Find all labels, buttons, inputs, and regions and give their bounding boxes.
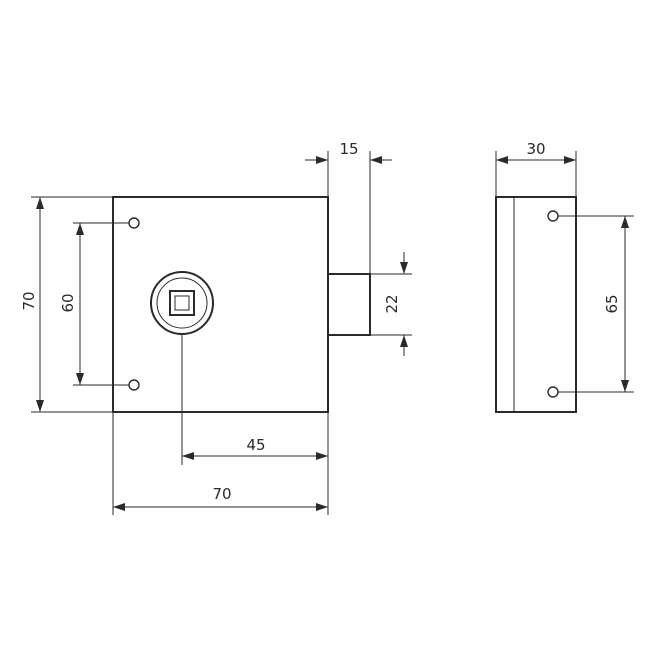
dim-front-height-label: 70 bbox=[20, 291, 38, 310]
dim-hole-spacing-side-label: 65 bbox=[603, 294, 621, 313]
dim-key-to-edge-label: 45 bbox=[246, 436, 265, 454]
lock-body bbox=[112, 196, 329, 413]
side-hole-top bbox=[547, 210, 559, 222]
dim-bolt-projection: 15 bbox=[305, 140, 392, 274]
dim-depth-label: 30 bbox=[526, 140, 545, 158]
front-view bbox=[112, 196, 371, 413]
mount-hole-bottom bbox=[128, 379, 140, 391]
bolt bbox=[327, 273, 371, 336]
key-cylinder bbox=[150, 271, 214, 335]
dim-hole-spacing-front: 60 bbox=[59, 222, 129, 386]
dim-front-width-label: 70 bbox=[212, 485, 231, 503]
dim-bolt-height-label: 22 bbox=[383, 294, 401, 313]
dim-hole-spacing-side: 65 bbox=[558, 215, 634, 393]
dim-bolt-height: 22 bbox=[370, 252, 412, 356]
dim-bolt-projection-label: 15 bbox=[339, 140, 358, 158]
dim-depth: 30 bbox=[495, 140, 577, 197]
dim-key-to-edge: 45 bbox=[181, 334, 329, 515]
dim-hole-spacing-front-label: 60 bbox=[59, 293, 77, 312]
mount-hole-top bbox=[128, 217, 140, 229]
side-body bbox=[495, 196, 577, 413]
side-view bbox=[495, 196, 577, 413]
side-hole-bottom bbox=[547, 386, 559, 398]
dim-front-height: 70 bbox=[20, 196, 113, 413]
dim-front-width: 70 bbox=[112, 412, 328, 515]
